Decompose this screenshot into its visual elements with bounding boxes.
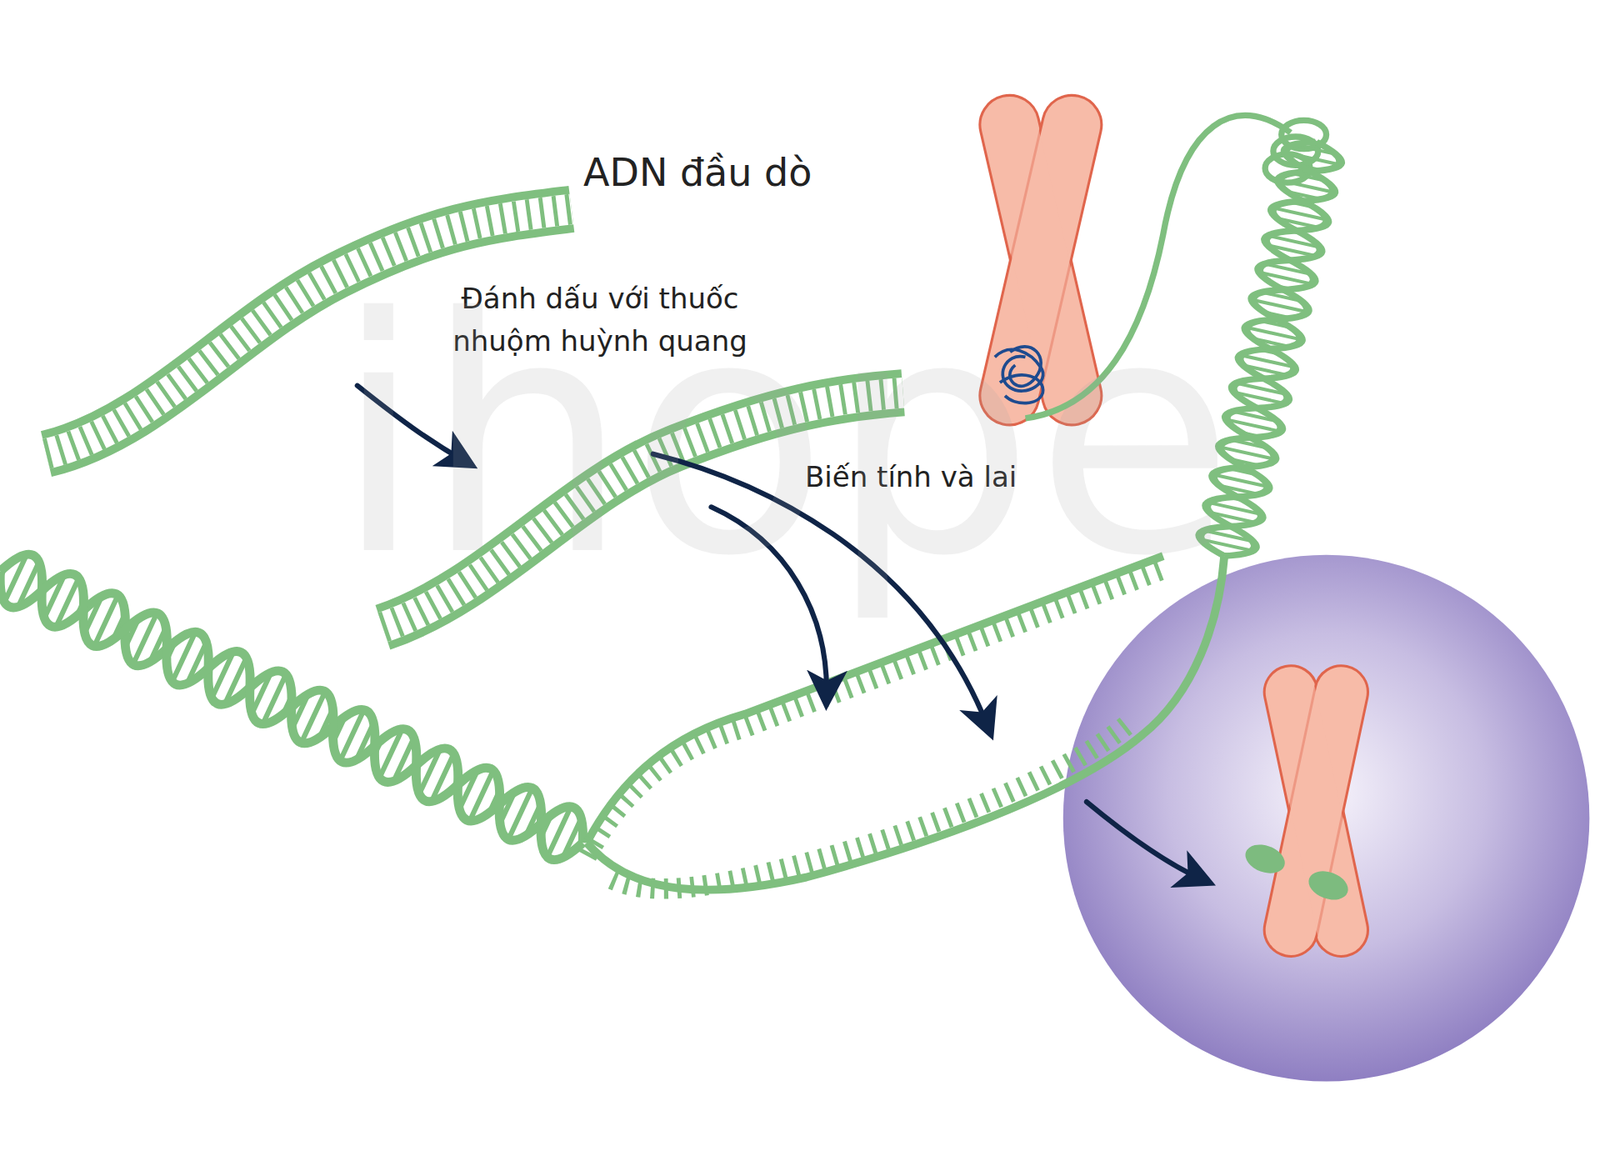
step-label: Đánh dấu với thuốc nhuộm huỳnh quang [433, 277, 767, 363]
watermark: ihope [333, 275, 1235, 600]
chromosome [974, 89, 1108, 431]
single-strand [586, 555, 1225, 890]
step-arrow [653, 454, 988, 727]
probe-title: ADN đầu dò [583, 150, 812, 196]
step-arrow [711, 506, 827, 695]
nucleus [1063, 555, 1590, 1082]
probe-dna-labelled [382, 392, 903, 628]
step-label: Biến tính và lai [805, 460, 1017, 495]
single-strand [586, 555, 1164, 856]
step-arrow [1086, 801, 1202, 880]
step-arrow [357, 385, 465, 462]
dna-helix [0, 545, 595, 869]
chromosome-labelled [1241, 660, 1374, 961]
dna-helix [1196, 135, 1344, 563]
